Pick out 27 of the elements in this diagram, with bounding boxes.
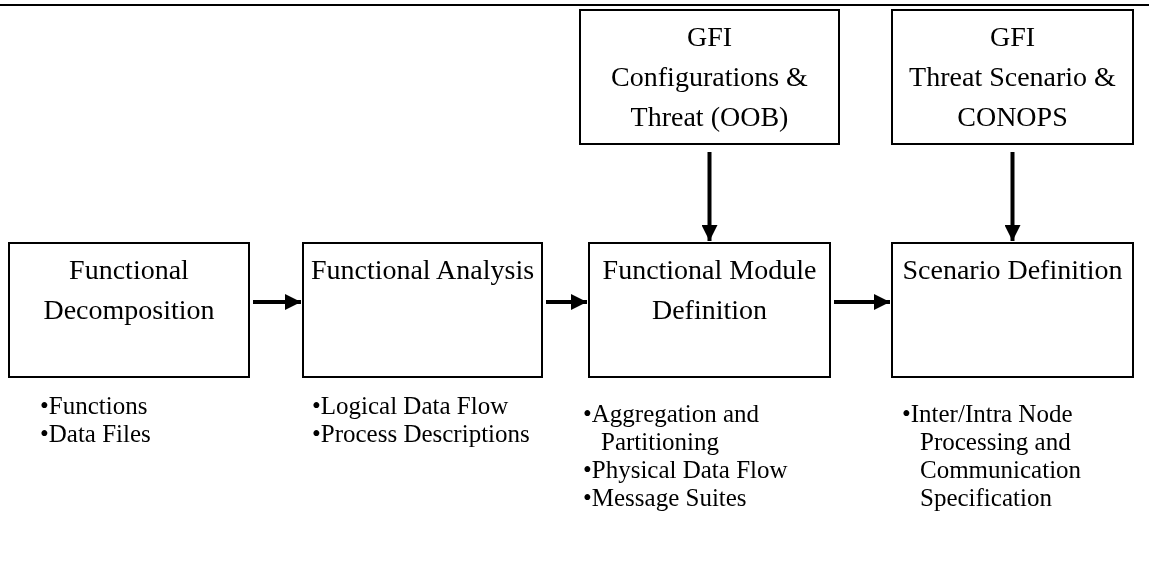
bullet-item: •Process Descriptions bbox=[312, 420, 531, 448]
box-label: Functional Analysis bbox=[310, 253, 535, 287]
bullet-item: •Inter/Intra Node Processing and Communication Specification bbox=[902, 400, 1083, 512]
box-label: Functional Decomposition bbox=[42, 253, 216, 327]
box-label: Configurations & Threat (OOB) bbox=[610, 60, 809, 134]
arrow bbox=[834, 294, 890, 310]
process-box bbox=[891, 9, 1134, 145]
box-label: Threat Scenario & CONOPS bbox=[908, 60, 1117, 134]
arrow bbox=[701, 152, 718, 241]
arrow bbox=[546, 294, 587, 310]
bullet-item: •Message Suites bbox=[583, 484, 748, 512]
process-box bbox=[8, 242, 250, 378]
bullet-item: •Aggregation and Partitioning bbox=[583, 400, 761, 456]
process-box bbox=[588, 242, 831, 378]
box-label: GFI bbox=[989, 20, 1036, 54]
process-box bbox=[579, 9, 840, 145]
process-box bbox=[891, 242, 1134, 378]
bullet-item: •Logical Data Flow bbox=[312, 392, 510, 420]
box-label: Functional Module Definition bbox=[601, 253, 818, 327]
arrow bbox=[1004, 152, 1021, 241]
process-box bbox=[302, 242, 543, 378]
bullet-item: •Physical Data Flow bbox=[583, 456, 789, 484]
box-label: GFI bbox=[686, 20, 733, 54]
arrow bbox=[253, 294, 301, 310]
bullet-item: •Data Files bbox=[40, 420, 152, 448]
bullet-item: •Functions bbox=[40, 392, 149, 420]
box-label: Scenario Definition bbox=[902, 253, 1123, 287]
